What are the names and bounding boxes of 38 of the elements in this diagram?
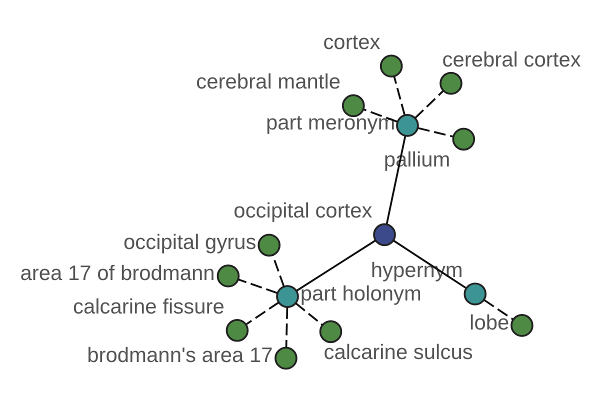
- connector: [295, 302, 324, 326]
- node-circle: [342, 94, 365, 117]
- node-label: calcarine sulcus: [324, 340, 473, 364]
- node-circle: [464, 282, 487, 305]
- node-label: cerebral cortex: [442, 48, 581, 71]
- node-label: lobe: [470, 310, 510, 334]
- connector: [386, 136, 406, 224]
- node-circle: [452, 127, 476, 150]
- node-label: occipital gyrus: [124, 230, 256, 254]
- connector: [418, 126, 454, 137]
- node-label: cerebral mantle: [196, 70, 341, 94]
- node-circle: [274, 346, 298, 370]
- node-circle: [216, 264, 240, 287]
- node-label: occipital cortex: [234, 199, 372, 222]
- node-label: part holonym: [300, 282, 422, 305]
- node-circle: [226, 318, 249, 342]
- connector: [414, 90, 444, 118]
- node-label: calcarine fissure: [72, 294, 224, 318]
- connector: [484, 298, 514, 320]
- node-label: cortex: [323, 30, 380, 54]
- node-label: part meronym: [266, 110, 396, 134]
- connector: [285, 306, 288, 348]
- connector: [363, 108, 398, 122]
- node-circle: [380, 54, 403, 77]
- node-circle: [440, 71, 462, 94]
- node-circle: [276, 284, 299, 308]
- node-circle: [319, 320, 342, 343]
- node-label: area 17 of brodmann: [20, 261, 215, 284]
- node-circle: [510, 314, 534, 336]
- connector: [272, 254, 285, 286]
- connector: [238, 278, 278, 294]
- node-circle: [258, 233, 281, 256]
- connector: [393, 76, 406, 115]
- node-label: brodmann's area 17: [87, 344, 273, 367]
- connector: [246, 301, 280, 324]
- connector: [296, 239, 376, 291]
- node-circle: [373, 222, 396, 246]
- node-circle: [396, 114, 419, 136]
